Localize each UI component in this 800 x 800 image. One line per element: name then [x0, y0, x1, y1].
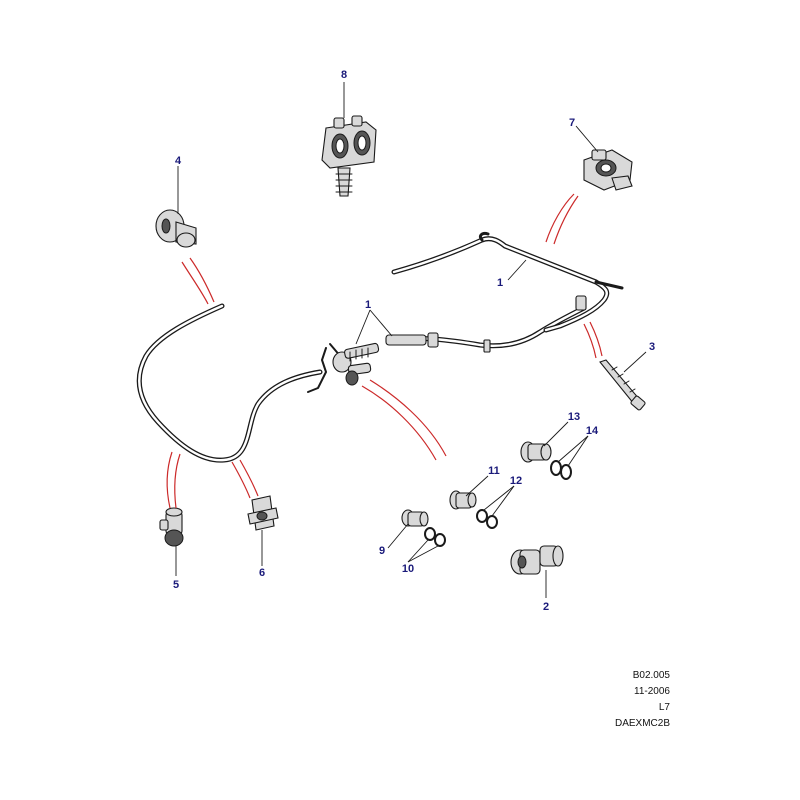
part-7-hose-clip [583, 149, 633, 191]
callout-2: 2 [543, 601, 549, 613]
part-2-coupling [510, 545, 564, 575]
callout-8: 8 [341, 69, 347, 81]
callout-13: 13 [568, 411, 580, 423]
washer-hoses [136, 232, 624, 463]
ref-date: 11-2006 [634, 686, 670, 697]
part-13-fitting [520, 441, 552, 463]
association-lines [166, 193, 603, 509]
part-14-o-rings [550, 460, 572, 480]
ref-model: L7 [658, 702, 670, 713]
callout-7: 7 [569, 117, 575, 129]
part-6-clip-bracket [247, 495, 279, 531]
part-9-fitting [401, 509, 429, 527]
callout-1-lower: 1 [365, 299, 371, 311]
hose-connector-centre [385, 332, 491, 353]
ref-drawing-id: DAEXMC2B [614, 718, 670, 729]
callout-4: 4 [175, 155, 182, 167]
hose-left [136, 303, 323, 463]
callout-11: 11 [488, 465, 500, 477]
leader-lines [175, 82, 647, 598]
callout-1-upper: 1 [497, 277, 503, 289]
callout-10: 10 [402, 563, 414, 575]
washer-jet-cluster [307, 342, 380, 393]
callout-6: 6 [259, 567, 265, 579]
callout-numbers: 8 4 7 1 1 3 13 14 11 12 9 10 5 6 2 [173, 69, 655, 613]
callout-14: 14 [586, 425, 599, 437]
part-10-o-rings [424, 527, 446, 547]
part-8-double-clip [321, 115, 377, 197]
part-4-grommet [155, 209, 197, 248]
part-11-fitting [449, 490, 477, 510]
callout-12: 12 [510, 475, 522, 487]
callout-5: 5 [173, 579, 179, 591]
callout-9: 9 [379, 545, 385, 557]
callout-3: 3 [649, 341, 655, 353]
hose-connector-right [575, 295, 587, 311]
ref-code: B02.005 [632, 670, 670, 681]
part-3-rod [599, 359, 646, 411]
part-5-elbow-connector [159, 507, 184, 547]
